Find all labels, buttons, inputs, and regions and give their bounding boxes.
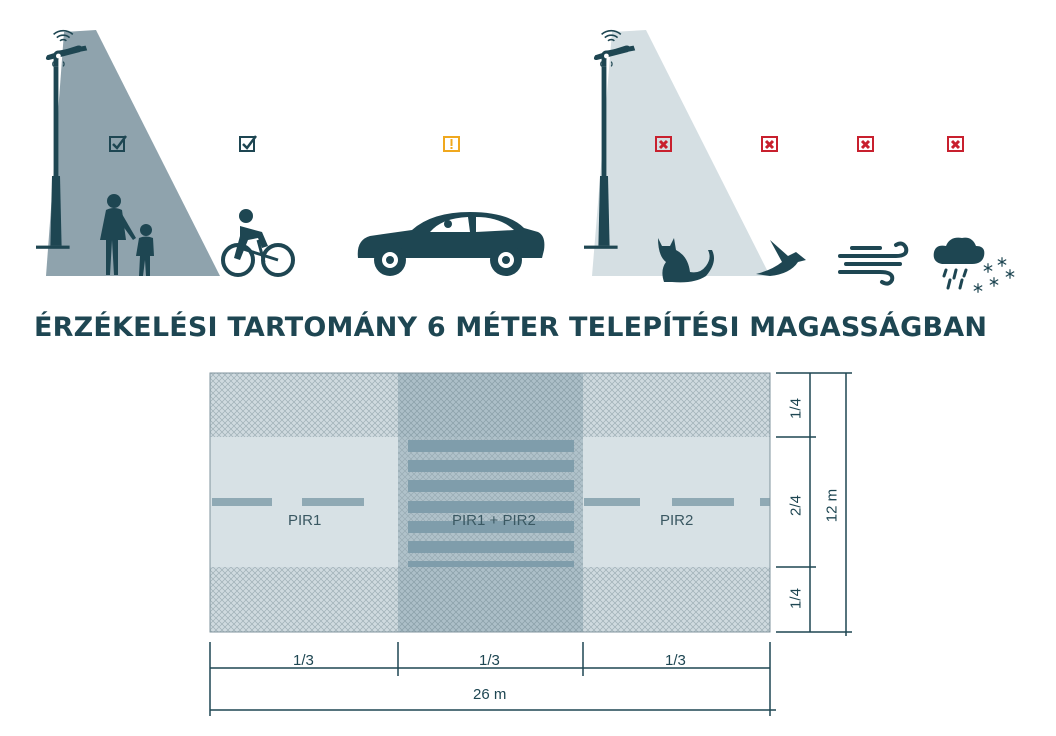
light-beam-left: [46, 30, 220, 276]
check-icon: [238, 134, 258, 153]
zone-label-overlap: PIR1 + PIR2: [452, 512, 536, 529]
height-dimension: [776, 372, 852, 636]
height-fraction-middle: 2/4: [787, 495, 805, 516]
warning-icon: [443, 136, 460, 152]
cross-icon: [760, 135, 779, 153]
cross-icon: [946, 135, 965, 153]
height-label: 12 m: [823, 488, 841, 523]
bird-icon: [756, 240, 806, 276]
light-beam-right: [592, 30, 770, 276]
height-fraction-top: 1/4: [787, 398, 805, 419]
cyclist-icon: [221, 209, 295, 277]
car-icon: [357, 212, 545, 276]
width-fraction-center: 1/3: [479, 652, 500, 669]
crosswalk: [408, 440, 574, 567]
diagram-title: ÉRZÉKELÉSI TARTOMÁNY 6 MÉTER TELEPÍTÉSI …: [34, 312, 988, 343]
rain-snow-icon: [933, 237, 1015, 294]
zone-label-pir2: PIR2: [660, 512, 694, 529]
detection-range-diagram: [209, 372, 852, 716]
width-fraction-left: 1/3: [293, 652, 314, 669]
lane-markings: [212, 498, 770, 506]
wind-icon: [838, 241, 909, 286]
height-fraction-bottom: 1/4: [787, 588, 805, 609]
pedestrians-icon: [100, 194, 154, 276]
width-label: 26 m: [473, 686, 507, 703]
width-dimension: [209, 642, 776, 716]
width-fraction-right: 1/3: [665, 652, 686, 669]
cat-icon: [658, 238, 714, 283]
detection-illustration: [36, 29, 1015, 294]
cross-icon: [856, 135, 875, 153]
zone-label-pir1: PIR1: [288, 512, 322, 529]
